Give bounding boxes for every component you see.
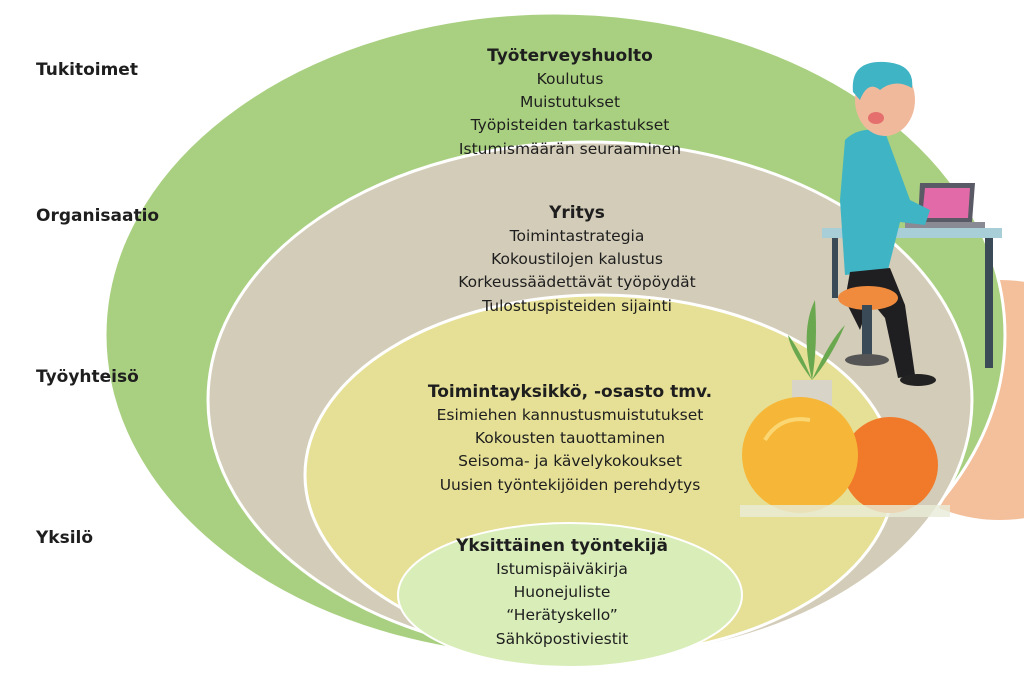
laptop-base — [905, 222, 985, 228]
community-item: Esimiehen kannustusmuistutukset — [436, 406, 704, 424]
stool-seat — [838, 286, 898, 310]
ellipse-individual-level — [397, 522, 743, 668]
worker-hair — [852, 61, 913, 100]
desk-leg — [985, 238, 993, 368]
support-level-text: Työterveyshuolto Koulutus Muistutukset T… — [459, 44, 681, 161]
side-label-organisation: Organisaatio — [36, 206, 160, 226]
organisation-level-text: Yritys Toimintastrategia Kokoustilojen k… — [458, 201, 696, 318]
organisation-item: Toimintastrategia — [509, 227, 645, 245]
stool-base — [845, 354, 889, 366]
organisation-item: Tulostuspisteiden sijainti — [482, 296, 672, 315]
worker-shoe — [900, 374, 936, 386]
support-item: Työpisteiden tarkastukset — [470, 116, 670, 135]
yellow-ball-icon — [742, 397, 858, 513]
side-label-support: Tukitoimet — [36, 60, 138, 80]
orange-ball-icon — [842, 417, 938, 513]
organisation-item: Kokoustilojen kalustus — [491, 250, 663, 269]
worker-illustration — [740, 61, 1002, 517]
laptop-screen — [922, 188, 970, 218]
individual-item: Istumispäiväkirja — [496, 560, 628, 578]
community-heading: Toimintayksikkö, -osasto tmv. — [427, 382, 713, 402]
support-heading: Työterveyshuolto — [487, 46, 653, 66]
ball-highlight — [763, 417, 811, 442]
floor-shadow — [740, 505, 950, 517]
side-label-individual: Yksilö — [36, 528, 94, 548]
support-item: Istumismäärän seuraaminen — [458, 139, 682, 158]
community-item: Uusien työntekijöiden perehdytys — [439, 475, 701, 494]
worker-cheek — [868, 112, 884, 124]
community-item: Kokousten tauottaminen — [474, 429, 666, 448]
support-item: Koulutus — [536, 70, 604, 88]
worker-body — [840, 129, 930, 275]
individual-item: Huonejuliste — [513, 583, 611, 602]
stool-post — [862, 305, 872, 355]
side-label-community: Työyhteisö — [36, 367, 139, 387]
community-level-text: Toimintayksikkö, -osasto tmv. Esimiehen … — [428, 380, 712, 497]
organisation-heading: Yritys — [549, 203, 605, 223]
individual-item: “Herätyskello” — [506, 606, 618, 625]
individual-level-text: Yksittäinen työntekijä Istumispäiväkirja… — [456, 534, 668, 651]
desk-leg — [832, 238, 838, 298]
plant-leaves — [788, 300, 845, 380]
desk-top — [822, 228, 1002, 238]
community-item: Seisoma- ja kävelykokoukset — [458, 452, 682, 471]
organisation-item: Korkeussäädettävät työpöydät — [458, 273, 696, 292]
individual-heading: Yksittäinen työntekijä — [456, 536, 668, 556]
support-item: Muistutukset — [519, 93, 621, 112]
individual-item: Sähköpostiviestit — [495, 629, 629, 648]
